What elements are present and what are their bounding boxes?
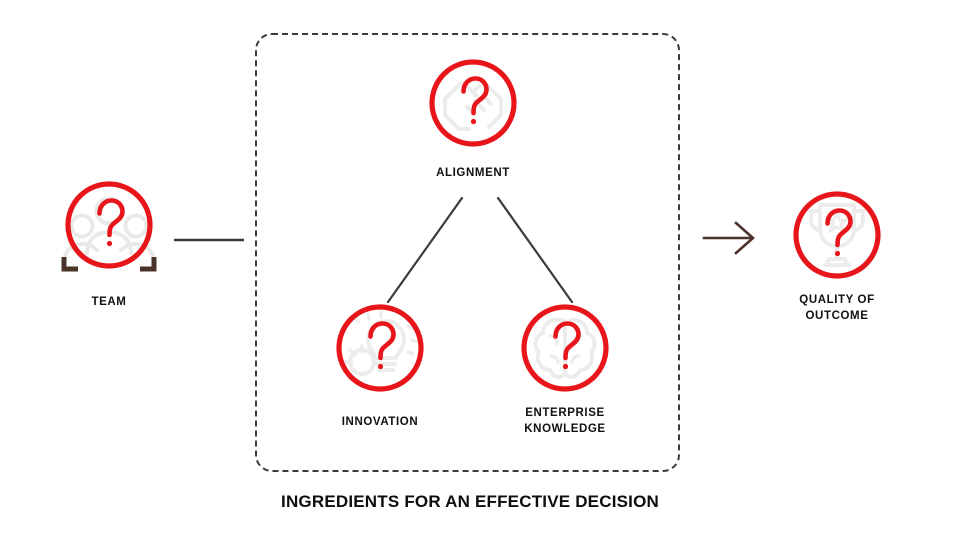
handshake-icon xyxy=(443,81,503,131)
diagram-caption: INGREDIENTS FOR AN EFFECTIVE DECISION xyxy=(281,492,659,511)
connector-team-to-box xyxy=(174,238,244,242)
ingredients-dashed-container xyxy=(255,33,680,472)
node-label-alignment: ALIGNMENT xyxy=(436,167,510,179)
node-label-innovation: INNOVATION xyxy=(341,416,419,428)
question-mark-circle-icon xyxy=(521,304,609,392)
question-mark-circle-icon xyxy=(793,191,881,279)
node-label-team: TEAM xyxy=(91,296,127,308)
question-mark-circle-icon xyxy=(429,59,517,147)
arrow-to-quality-of-outcome xyxy=(702,221,755,255)
connector-alignment-branches xyxy=(386,196,574,304)
question-mark-circle-icon xyxy=(336,304,424,392)
node-label-quality-of-outcome: QUALITY OF OUTCOME xyxy=(799,294,875,322)
question-mark-circle-icon xyxy=(61,181,157,272)
node-label-enterprise-knowledge: ENTERPRISE KNOWLEDGE xyxy=(524,407,606,435)
